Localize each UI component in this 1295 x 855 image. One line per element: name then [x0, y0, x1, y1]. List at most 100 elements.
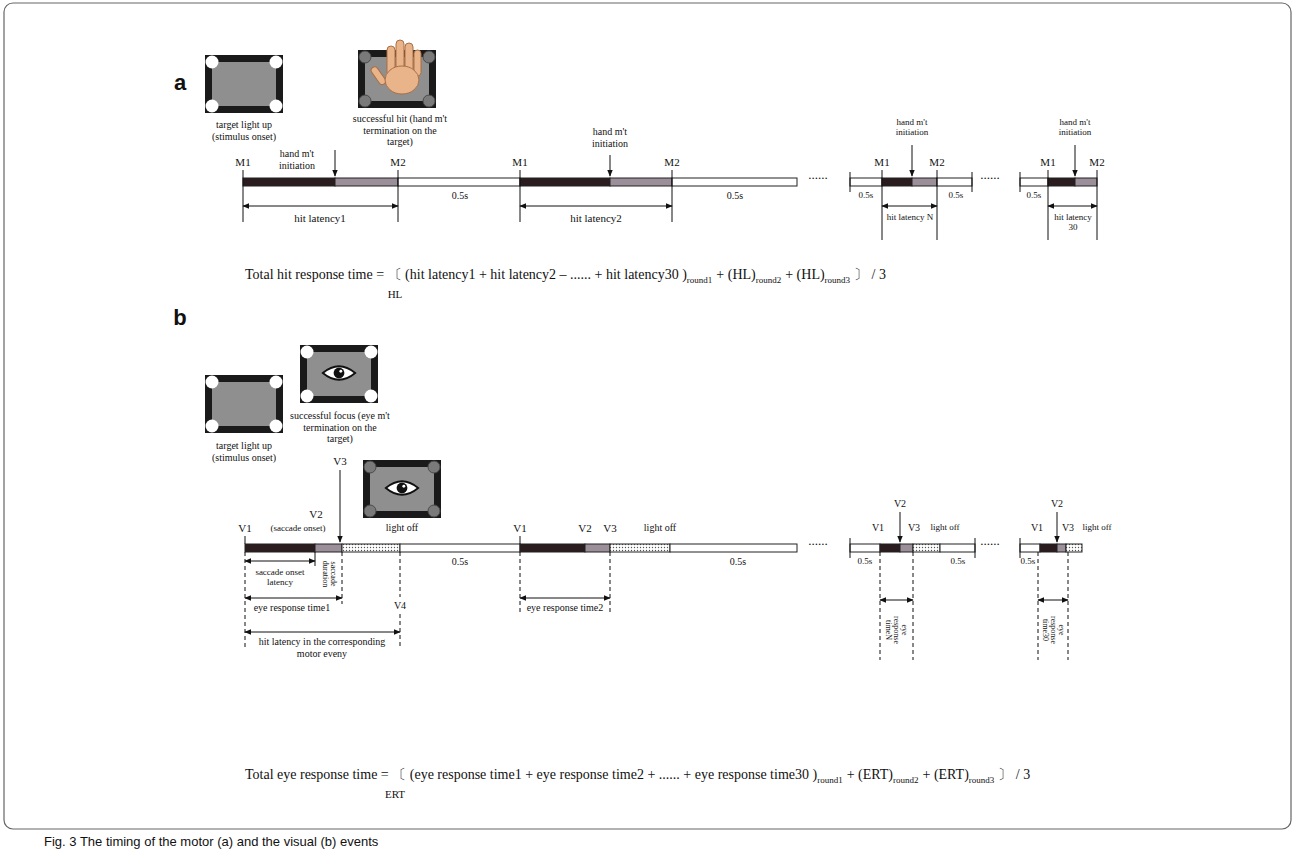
- formula-text: Total eye response time = 〔 (eye respons…: [245, 767, 817, 782]
- ellipsis-mark: ......: [808, 168, 828, 183]
- event-marker: V1: [1031, 522, 1043, 534]
- dashed-guides-part: [342, 552, 343, 604]
- visual-timeline-part: [585, 544, 610, 552]
- formula-line: Total hit response time = 〔 (hit latency…: [245, 266, 886, 284]
- event-ticks: [243, 170, 1097, 240]
- formula-text: 〕 / 3: [998, 767, 1030, 782]
- interval-label: 0.5s: [452, 556, 468, 568]
- interval-label: 0.5s: [859, 190, 874, 200]
- dashed-guides-part: [1038, 552, 1039, 660]
- dimension-label: hit latency1: [294, 212, 346, 225]
- interval-label: 0.5s: [727, 190, 743, 202]
- event-marker: V4: [394, 600, 406, 612]
- response-dimension-arrows-part: [245, 561, 315, 562]
- initiation-arrows-part: [912, 145, 913, 176]
- eye-icon: [386, 481, 418, 495]
- visual-timeline-part: [342, 544, 400, 552]
- formula-subscript: round3: [969, 775, 995, 785]
- interval-label: 0.5s: [858, 556, 873, 566]
- event-marker: V3: [603, 522, 616, 535]
- event-ticks-part: [520, 170, 521, 222]
- unlit-screen-icon: [363, 460, 441, 518]
- event-marker: V2: [1051, 498, 1063, 510]
- event-marker: V1: [872, 522, 884, 534]
- event-marker: V3: [908, 522, 920, 534]
- formula-subscript: round2: [756, 275, 782, 285]
- event-arrows: [340, 470, 1057, 542]
- latency-dimension-arrows-part: [882, 206, 937, 207]
- annotation-label: light off: [1082, 522, 1111, 532]
- visual-timeline-part: [1040, 544, 1057, 552]
- response-dimension-arrows-part: [880, 600, 913, 601]
- eye-icon: [323, 366, 355, 380]
- panel-letter: a: [174, 70, 186, 95]
- event-marker: V2: [578, 522, 591, 535]
- event-marker: M2: [664, 156, 679, 169]
- response-dimension-arrows-part: [1038, 600, 1068, 601]
- response-dimension-arrows-part: [245, 598, 342, 599]
- initiation-arrows-part: [610, 155, 611, 176]
- dimension-label: HL: [388, 288, 403, 301]
- event-ticks-part: [1020, 538, 1021, 558]
- formula-subscript: round1: [687, 275, 713, 285]
- ellipsis-mark: ......: [980, 168, 1000, 183]
- motor-timeline-part: [882, 178, 912, 186]
- dashed-guides-part: [610, 552, 611, 612]
- event-marker: M2: [390, 156, 405, 169]
- motor-timeline-part: [243, 178, 335, 186]
- visual-timeline-part: [850, 544, 880, 552]
- dimension-label: eye response time30: [1041, 610, 1065, 650]
- motor-timeline-part: [937, 178, 972, 186]
- event-ticks-part: [937, 170, 938, 240]
- event-ticks-part: [850, 538, 851, 558]
- visual-timeline-part: [880, 544, 900, 552]
- annotation-label: light off: [930, 522, 959, 532]
- dimension-label: ERT: [385, 788, 405, 801]
- event-ticks: [245, 536, 1020, 566]
- hand-icon: [370, 40, 421, 94]
- annotation-label: target light up (stimulus onset): [199, 440, 289, 463]
- dimension-label: eye response time2: [527, 602, 604, 614]
- motor-timeline-part: [912, 178, 937, 186]
- motor-timeline: [243, 178, 1097, 186]
- event-marker: V1: [513, 522, 526, 535]
- dimension-label: hit latency 30: [1050, 212, 1096, 233]
- event-ticks-part: [245, 536, 246, 544]
- event-marker: M1: [235, 156, 250, 169]
- lit-screen-icon: [205, 55, 283, 113]
- event-marker: V2: [894, 498, 906, 510]
- event-ticks-part: [398, 170, 399, 222]
- visual-timeline-part: [913, 544, 940, 552]
- lit-screen-icon: [300, 345, 378, 403]
- event-ticks-part: [1020, 172, 1021, 192]
- visual-timeline-part: [900, 544, 913, 552]
- motor-timeline-part: [1075, 178, 1097, 186]
- formula-text: 〕 / 3: [854, 267, 886, 282]
- initiation-arrows-part: [1075, 145, 1076, 176]
- panel-letter: b: [173, 305, 186, 330]
- formula-text: + (HL): [716, 267, 755, 282]
- ellipsis-mark: ......: [980, 534, 1000, 549]
- response-dimension-arrows: [245, 561, 1068, 632]
- formula-line: Total eye response time = 〔 (eye respons…: [245, 766, 1030, 784]
- visual-timeline-part: [520, 544, 585, 552]
- event-ticks-part: [672, 170, 673, 222]
- event-ticks-part: [975, 538, 976, 558]
- event-arrows-part: [340, 470, 341, 542]
- event-marker: V2: [309, 508, 322, 521]
- response-dimension-arrows-part: [245, 632, 400, 633]
- formula-text: + (HL): [785, 267, 824, 282]
- motor-timeline-part: [1020, 178, 1048, 186]
- hand-icon-part: [370, 66, 387, 86]
- formula-subscript: round3: [825, 275, 851, 285]
- event-arrows-part: [1057, 512, 1058, 542]
- annotation-label: hand m't initiation: [269, 148, 325, 171]
- dashed-guides-part: [913, 552, 914, 660]
- dashed-guides-part: [520, 552, 521, 612]
- annotation-label: hand m't initiation: [889, 117, 935, 138]
- visual-timeline-part: [315, 544, 342, 552]
- dimension-label: saccade duration: [321, 554, 337, 594]
- motor-timeline-part: [850, 178, 882, 186]
- figure-frame: [4, 3, 1291, 829]
